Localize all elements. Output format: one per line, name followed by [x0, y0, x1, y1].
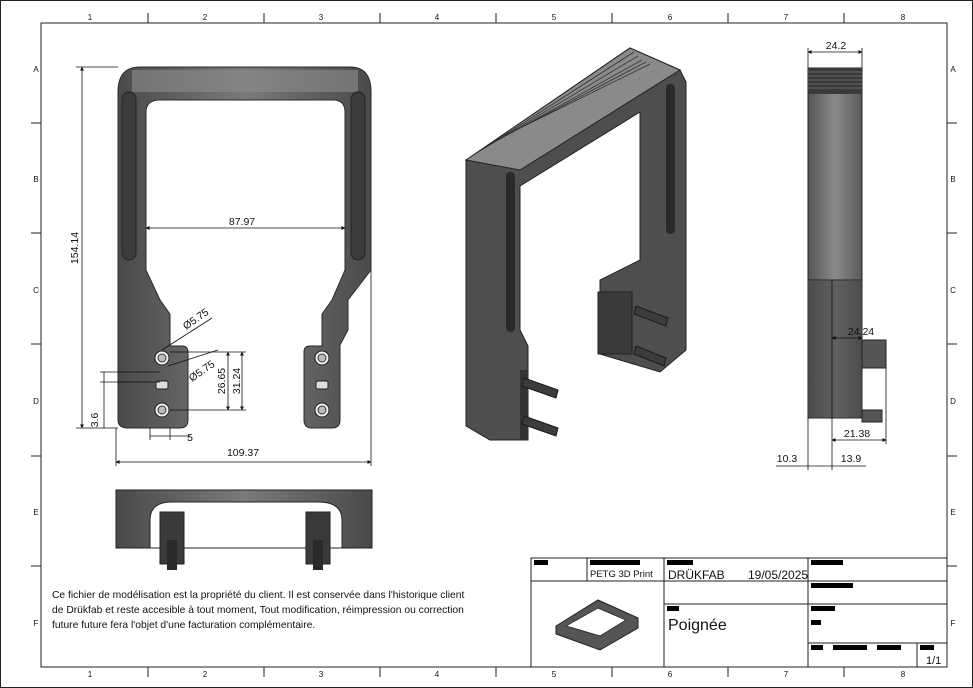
title-date: 19/05/2025: [748, 568, 808, 582]
dim-side-right: 13.9: [841, 453, 862, 465]
iso-left-slot: [506, 172, 515, 332]
col-label-top-8: 8: [901, 13, 906, 22]
title-part-name: Poignée: [668, 617, 727, 634]
row-label-left-F: F: [34, 619, 39, 628]
dim-hole-edge: 5: [187, 432, 193, 444]
front-left-slot: [121, 91, 137, 261]
dim-side-depth: 24.2: [826, 40, 847, 52]
side-dimensions: [776, 48, 887, 470]
dim-side-left: 10.3: [777, 453, 798, 465]
row-label-left-B: B: [33, 175, 38, 184]
iso-top-face: [464, 47, 682, 171]
col-label-bottom-3: 3: [319, 670, 324, 679]
dim-overall-height: 154.14: [69, 232, 81, 264]
row-label-left-C: C: [33, 286, 39, 295]
bottom-view-cutout: [149, 501, 343, 549]
dim-side-mid: 24.24: [848, 326, 874, 338]
bottom-view: [115, 489, 373, 570]
col-label-top-4: 4: [435, 13, 440, 22]
row-label-left-D: D: [33, 397, 39, 406]
col-label-bottom-5: 5: [552, 670, 557, 679]
col-label-top-7: 7: [784, 13, 789, 22]
col-label-bottom-8: 8: [901, 670, 906, 679]
front-dimensions: [76, 66, 372, 466]
ownership-note: Ce fichier de modélisation est la propri…: [52, 588, 522, 633]
col-label-bottom-6: 6: [668, 670, 673, 679]
note-line-3: future future fera l'objet d'une factura…: [52, 620, 316, 631]
note-line-2: de Drükfab et reste accesible à tout mom…: [52, 605, 464, 616]
dim-hole-spacing: 26.65: [216, 368, 228, 394]
dim-overall-width: 109.37: [227, 447, 259, 459]
row-label-left-A: A: [33, 65, 39, 74]
col-label-top-6: 6: [668, 13, 673, 22]
side-view: [807, 67, 887, 423]
col-label-bottom-4: 4: [435, 670, 440, 679]
col-label-top-3: 3: [319, 13, 324, 22]
title-block: [530, 557, 948, 668]
row-label-left-E: E: [33, 508, 38, 517]
title-sheet-number: 1/1: [926, 655, 941, 667]
note-line-1: Ce fichier de modélisation est la propri…: [52, 590, 465, 601]
row-label-right-B: B: [950, 175, 955, 184]
zone-ticks: [31, 13, 957, 677]
front-view-body: [117, 66, 372, 429]
isometric-view: [464, 47, 687, 441]
front-top-bar-highlight: [132, 70, 358, 92]
title-material: PETG 3D Print: [590, 569, 653, 580]
front-view: [117, 66, 372, 429]
col-label-bottom-2: 2: [203, 670, 208, 679]
row-label-right-F: F: [951, 619, 956, 628]
col-label-bottom-7: 7: [784, 670, 789, 679]
row-label-right-D: D: [950, 397, 956, 406]
title-block-thumbnail: [555, 599, 639, 651]
front-right-slot-mid: [315, 380, 329, 390]
col-label-bottom-1: 1: [88, 670, 93, 679]
iso-top-ribs: [471, 51, 651, 157]
front-left-slot-mid: [155, 380, 169, 390]
row-label-right-E: E: [950, 508, 955, 517]
col-label-top-2: 2: [203, 13, 208, 22]
front-right-slot: [350, 91, 366, 261]
dim-hole-diameter-large: Ø5.75: [187, 358, 217, 384]
dim-bottom-offset: 3.6: [89, 413, 101, 428]
dim-inner-width: 87.97: [229, 216, 255, 228]
row-label-right-C: C: [950, 286, 956, 295]
dim-side-lower: 21.38: [844, 428, 870, 440]
inner-frame: [40, 22, 948, 668]
iso-right-slot: [666, 84, 675, 234]
col-label-top-5: 5: [552, 13, 557, 22]
row-label-right-A: A: [950, 65, 956, 74]
dim-hole-height: 31.24: [231, 368, 243, 394]
col-label-top-1: 1: [88, 13, 93, 22]
title-company: DRÜKFAB: [668, 568, 725, 582]
